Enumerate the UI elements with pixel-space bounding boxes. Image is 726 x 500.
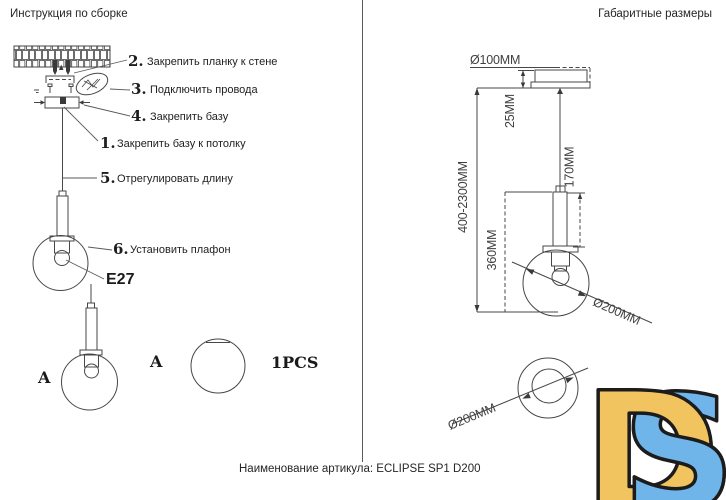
step-2-number: 2. <box>128 52 144 70</box>
left-section-title: Инструкция по сборке <box>10 8 128 20</box>
dim-fixture-height-label: 360MM <box>485 230 499 271</box>
dim-canopy-height-label: 25MM <box>503 94 517 128</box>
logo-letter-s: S <box>622 362 726 500</box>
step-1-number: 1. <box>100 134 116 152</box>
marker-a-part: A <box>149 352 163 371</box>
dim-overall-height <box>474 88 558 313</box>
step-2-label: Закрепить планку к стене <box>147 56 277 68</box>
step-3-number: 3. <box>131 80 147 98</box>
article-name: Наименование артикула: ECLIPSE SP1 D200 <box>239 463 481 475</box>
marker-a-assembly: A <box>37 368 51 387</box>
step-4-number: 4. <box>131 107 147 125</box>
ceiling-base <box>34 96 90 109</box>
dim-shade-diameter-side-label: Ø200MM <box>591 295 643 328</box>
brand-logo: S D S <box>581 355 726 500</box>
pendant-lamp-spare <box>61 284 118 411</box>
socket-type-label: E27 <box>106 271 135 288</box>
part-quantity: 1PCS <box>271 353 318 372</box>
dim-canopy-height <box>518 70 534 88</box>
step-5-number: 5. <box>100 169 116 187</box>
dim-shade-diameter-top-label: Ø200MM <box>446 401 498 433</box>
brick-wall <box>13 45 111 68</box>
step-6-number: 6. <box>113 240 129 258</box>
leader-lines <box>62 59 131 280</box>
step-3-label: Подключить провода <box>150 84 258 96</box>
right-section-title: Габаритные размеры <box>598 8 712 20</box>
step-5-label: Отрегулировать длину <box>117 173 233 185</box>
dim-overall-height-label: 400-2300MM <box>456 161 470 233</box>
lamp-side-view <box>511 185 653 324</box>
dim-rod-length <box>567 192 585 248</box>
suspension-wire <box>557 88 563 192</box>
dim-rod-length-label: 170MM <box>563 147 577 188</box>
dim-fixture-height <box>504 191 552 312</box>
step-4-label: Закрепить базу <box>150 111 229 123</box>
step-1-label: Закрепить базу к потолку <box>117 138 246 150</box>
logo-letter-s-overlap: S <box>622 362 726 500</box>
lamp-top-view <box>451 357 589 425</box>
wall-anchors <box>53 60 70 75</box>
step-labels: 2. Закрепить планку к стене 3. Подключит… <box>37 52 318 387</box>
wires-bundle <box>75 72 109 96</box>
pendant-lamp <box>32 108 89 291</box>
logo-letter-d: D <box>583 357 720 500</box>
glass-shade-part <box>190 338 246 394</box>
dimension-drawing <box>451 67 653 425</box>
mounting-plate <box>34 75 75 93</box>
dim-canopy-diameter-label: Ø100MM <box>470 53 520 67</box>
assembly-drawing <box>13 45 246 411</box>
step-6-label: Установить плафон <box>130 244 231 256</box>
